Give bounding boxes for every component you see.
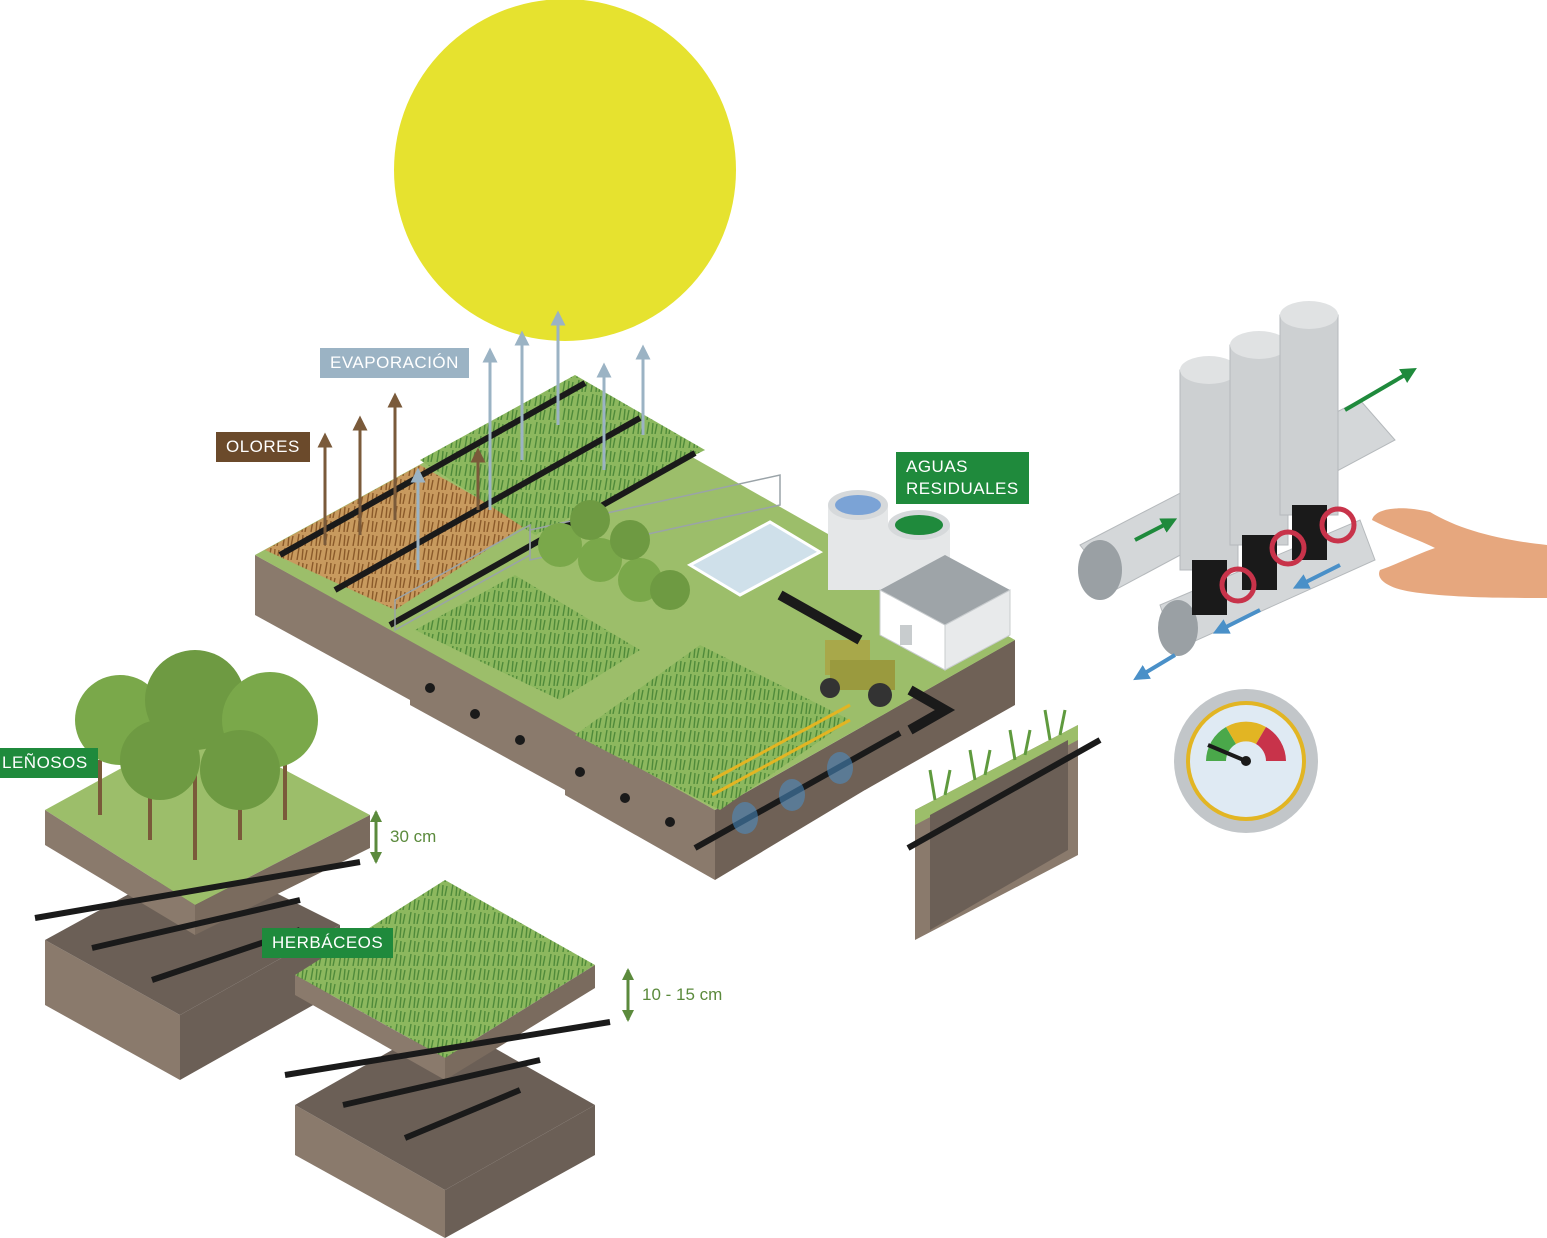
pressure-gauge-icon: [1174, 689, 1318, 833]
label-aguas-line2: RESIDUALES: [906, 479, 1019, 498]
odor-arrows: [317, 392, 486, 545]
tree-icon: [538, 500, 690, 610]
pipe-icon: [333, 415, 642, 593]
herbaceos-block: [284, 880, 611, 1238]
valve-icon: [1219, 506, 1357, 604]
label-olores: OLORES: [216, 432, 310, 462]
lenosos-block: [34, 650, 370, 1080]
evaporation-arrows: [410, 310, 651, 570]
hand-icon: [1372, 508, 1547, 598]
measure-30cm: 30 cm: [390, 827, 437, 846]
label-aguas-line1: AGUAS: [906, 457, 969, 476]
sun-icon: [394, 0, 736, 341]
label-aguas-residuales: AGUAS RESIDUALES: [896, 452, 1029, 504]
cross-section-block: [906, 709, 1102, 940]
wheat-parcel: [265, 465, 525, 610]
corn-parcel: [415, 575, 640, 700]
label-evaporacion: EVAPORACIÓN: [320, 348, 469, 378]
grass-icon: [928, 709, 1067, 801]
tractor-icon: [820, 640, 895, 707]
tree-icon: [75, 650, 318, 860]
crop-parcel: [575, 645, 850, 810]
measure-10-15cm: 10 - 15 cm: [642, 985, 723, 1004]
pond: [686, 520, 824, 597]
label-herbaceos: HERBÁCEOS: [262, 928, 394, 958]
building-icon: [879, 555, 1011, 671]
label-lenosos: LEÑOSOS: [0, 748, 98, 778]
filter-icon: [1078, 301, 1417, 681]
pipe-icon: [278, 380, 587, 558]
